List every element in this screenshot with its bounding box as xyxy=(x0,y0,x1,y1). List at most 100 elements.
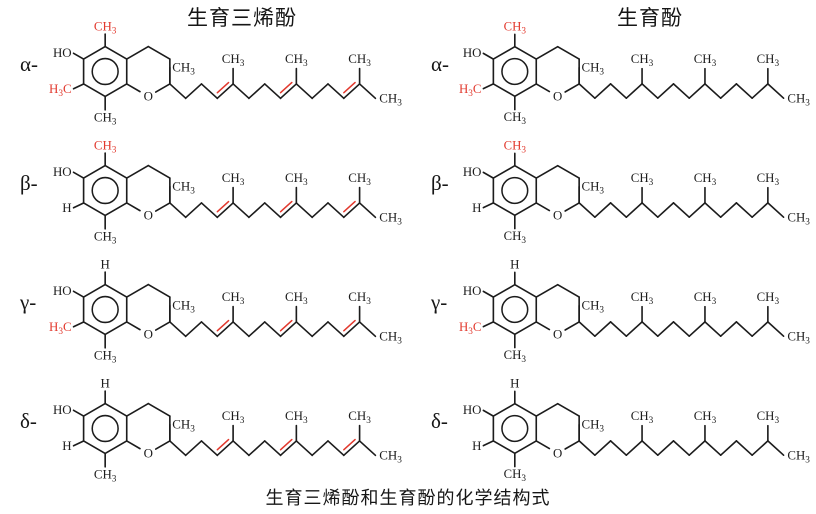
terminal-methyl-label: CH3 xyxy=(787,329,810,345)
column-headers: 生育三烯酚 生育酚 xyxy=(0,2,816,32)
column-header-tocopherol: 生育酚 xyxy=(617,6,683,30)
c8-methyl-label: CH3 xyxy=(504,110,527,126)
c5-substituent-label: CH3 xyxy=(94,137,117,155)
c5-substituent-label: H xyxy=(100,256,109,271)
row-label-beta-right: β- xyxy=(431,171,449,195)
branch-methyl-label: CH3 xyxy=(631,171,654,187)
double-bond-marks xyxy=(216,319,356,332)
terminal-methyl-label: CH3 xyxy=(379,448,402,466)
branch-methyl-label: CH3 xyxy=(694,171,717,187)
row-label-gamma-left: γ- xyxy=(20,290,37,314)
hydroxyl-label: HO xyxy=(463,165,482,179)
hydroxyl-label: HO xyxy=(463,403,482,417)
branch-methyl-label: CH3 xyxy=(694,290,717,306)
double-bond-marks xyxy=(216,81,356,94)
c2-methyl-label: CH3 xyxy=(582,299,605,315)
c2-methyl-label: CH3 xyxy=(582,180,605,196)
branch-methyl-label: CH3 xyxy=(348,289,371,307)
c8-methyl-label: CH3 xyxy=(94,347,117,365)
terminal-methyl-label: CH3 xyxy=(787,91,810,107)
branch-methyl-label: CH3 xyxy=(222,170,245,188)
c2-methyl-label: CH3 xyxy=(172,417,195,435)
c8-methyl-label: CH3 xyxy=(94,228,117,246)
ring-oxygen-label: O xyxy=(553,447,562,461)
column-header-tocotrienol: 生育三烯酚 xyxy=(187,6,297,30)
row-label-gamma-right: γ- xyxy=(431,290,448,314)
ring-oxygen-label: O xyxy=(553,90,562,104)
ring-oxygen-label: O xyxy=(553,209,562,223)
c2-methyl-label: CH3 xyxy=(172,179,195,197)
row-label-alpha-right: α- xyxy=(431,52,449,76)
c7-substituent-label: H xyxy=(472,201,481,215)
branch-methyl-label: CH3 xyxy=(694,52,717,68)
terminal-methyl-label: CH3 xyxy=(787,210,810,226)
c7-substituent-label: H3C xyxy=(459,82,482,98)
hydroxyl-label: HO xyxy=(463,284,482,298)
c7-substituent-label: H xyxy=(62,200,71,215)
c5-substituent-label: CH3 xyxy=(504,139,527,155)
c7-substituent-label: H3C xyxy=(49,81,72,99)
branch-methyl-label: CH3 xyxy=(222,408,245,426)
branch-methyl-label: CH3 xyxy=(757,171,780,187)
c8-methyl-label: CH3 xyxy=(94,109,117,127)
branch-methyl-label: CH3 xyxy=(348,408,371,426)
c8-methyl-label: CH3 xyxy=(504,229,527,245)
branch-methyl-label: CH3 xyxy=(285,408,308,426)
terminal-methyl-label: CH3 xyxy=(379,91,402,109)
branch-methyl-label: CH3 xyxy=(757,409,780,425)
ring-oxygen-label: O xyxy=(144,208,153,223)
c5-substituent-label: CH3 xyxy=(94,18,117,36)
terminal-methyl-label: CH3 xyxy=(379,210,402,228)
branch-methyl-label: CH3 xyxy=(757,52,780,68)
c8-methyl-label: CH3 xyxy=(504,467,527,483)
branch-methyl-label: CH3 xyxy=(285,170,308,188)
branch-methyl-label: CH3 xyxy=(348,51,371,69)
c5-substituent-label: CH3 xyxy=(504,20,527,36)
branch-methyl-label: CH3 xyxy=(348,170,371,188)
c2-methyl-label: CH3 xyxy=(172,60,195,78)
ring-oxygen-label: O xyxy=(144,446,153,461)
c2-methyl-label: CH3 xyxy=(172,298,195,316)
double-bond-marks xyxy=(216,200,356,213)
ring-oxygen-label: O xyxy=(144,327,153,342)
c8-methyl-label: CH3 xyxy=(504,348,527,364)
ring-oxygen-label: O xyxy=(553,328,562,342)
c7-substituent-label: H3C xyxy=(49,319,72,337)
terminal-methyl-label: CH3 xyxy=(379,329,402,347)
branch-methyl-label: CH3 xyxy=(631,290,654,306)
c2-methyl-label: CH3 xyxy=(582,418,605,434)
row-label-delta-left: δ- xyxy=(20,409,37,433)
c5-substituent-label: H xyxy=(510,377,519,391)
c7-substituent-label: H xyxy=(62,438,71,453)
hydroxyl-label: HO xyxy=(53,402,72,417)
figure-caption: 生育三烯酚和生育酚的化学结构式 xyxy=(265,488,551,508)
hydroxyl-label: HO xyxy=(463,46,482,60)
row-label-beta-left: β- xyxy=(20,171,38,195)
row-label-delta-right: δ- xyxy=(431,409,448,433)
double-bond-marks xyxy=(216,438,356,451)
